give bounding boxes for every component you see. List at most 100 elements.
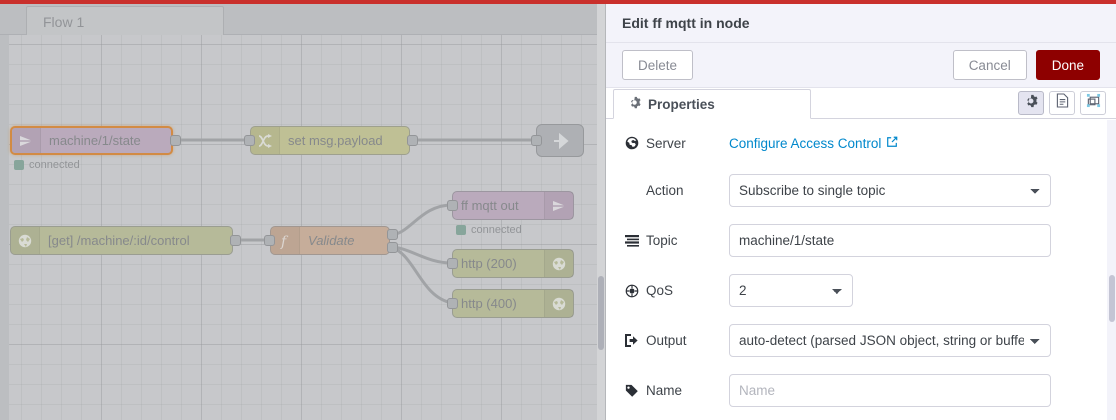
node-http-response-200[interactable]: http (200) xyxy=(452,249,574,278)
link-text: Configure Access Control xyxy=(729,135,882,151)
node-change-output-port[interactable] xyxy=(407,135,418,146)
form-row-name: Name xyxy=(624,374,1098,407)
external-link-icon xyxy=(886,136,898,151)
node-function-input-port[interactable] xyxy=(264,235,275,246)
done-button[interactable]: Done xyxy=(1035,50,1100,80)
sign-out-icon xyxy=(624,334,639,347)
node-http-in[interactable]: [get] /machine/:id/control xyxy=(10,226,233,255)
tab-properties[interactable]: Properties xyxy=(613,89,811,119)
tag-icon xyxy=(624,384,639,398)
form-row-topic: Topic xyxy=(624,224,1098,257)
node-http-400-input-port[interactable] xyxy=(447,298,458,309)
canvas-vertical-scrollbar[interactable] xyxy=(597,4,605,420)
properties-form: Server Configure Access Control Action S… xyxy=(606,119,1116,420)
node-label: set msg.payload xyxy=(288,133,383,148)
node-label: http (400) xyxy=(461,296,517,311)
dialog-tab-bar: Properties xyxy=(606,88,1116,119)
node-status-label: connected xyxy=(471,224,522,236)
qos-label-text: QoS xyxy=(646,283,674,298)
node-mqtt-out-status: connected xyxy=(456,224,522,236)
qos-select[interactable]: 2 xyxy=(729,274,853,307)
dialog-icon-button-group xyxy=(1018,91,1106,115)
edit-node-dialog: Edit ff mqtt in node Delete Cancel Done … xyxy=(605,4,1116,420)
name-input[interactable] xyxy=(729,374,1051,407)
document-icon xyxy=(1056,93,1069,113)
gear-icon xyxy=(1024,94,1038,113)
globe-icon xyxy=(624,136,639,150)
node-change-input-port[interactable] xyxy=(244,135,255,146)
node-label: ff mqtt out xyxy=(461,198,519,213)
dialog-title: Edit ff mqtt in node xyxy=(622,15,750,31)
node-http-in-output-port[interactable] xyxy=(230,235,241,246)
node-status-label: connected xyxy=(29,159,80,171)
flow-canvas[interactable]: machine/1/state connected set msg.payloa… xyxy=(0,35,605,420)
topic-label: Topic xyxy=(624,233,729,248)
form-row-server: Server Configure Access Control xyxy=(624,133,1098,153)
node-mqtt-out-input-port[interactable] xyxy=(447,200,458,211)
configure-access-control-link[interactable]: Configure Access Control xyxy=(729,136,898,151)
flow-tab-flow-1[interactable]: Flow 1 xyxy=(26,6,224,36)
topic-label-text: Topic xyxy=(646,233,678,248)
node-mqtt-in-output-port[interactable] xyxy=(170,135,181,146)
node-function-output-port-1[interactable] xyxy=(387,229,398,240)
mqtt-icon xyxy=(12,128,41,153)
topic-input[interactable] xyxy=(729,224,1051,257)
form-row-output: Output auto-detect (parsed JSON object, … xyxy=(624,324,1098,357)
canvas-scrollbar-thumb[interactable] xyxy=(598,276,604,350)
server-label: Server xyxy=(624,136,729,151)
status-dot-icon xyxy=(14,160,24,170)
flow-tab-bar: Flow 1 xyxy=(0,4,605,36)
action-label: Action xyxy=(624,183,729,198)
flow-editor-area: Flow 1 machine/1/state xyxy=(0,4,605,420)
dialog-vertical-scrollbar[interactable] xyxy=(1107,120,1116,420)
node-function[interactable]: f Validate xyxy=(270,226,390,255)
dialog-title-bar: Edit ff mqtt in node xyxy=(606,4,1116,43)
name-label: Name xyxy=(624,383,729,398)
node-http-response-400[interactable]: http (400) xyxy=(452,289,574,318)
description-icon-button[interactable] xyxy=(1049,91,1075,115)
change-icon xyxy=(251,127,280,154)
node-label: machine/1/state xyxy=(49,133,141,148)
node-mqtt-in-status: connected xyxy=(14,159,80,171)
debug-icon xyxy=(537,125,583,156)
node-mqtt-out[interactable]: ff mqtt out xyxy=(452,191,574,220)
node-debug-input-port[interactable] xyxy=(531,135,542,146)
qos-label: QoS xyxy=(624,283,729,298)
gear-icon xyxy=(628,96,641,112)
node-change[interactable]: set msg.payload xyxy=(250,126,410,155)
output-label-text: Output xyxy=(646,333,687,348)
dialog-action-bar: Delete Cancel Done xyxy=(606,43,1116,88)
form-row-action: Action Subscribe to single topic xyxy=(624,174,1098,207)
flow-tab-label: Flow 1 xyxy=(43,13,85,30)
function-icon: f xyxy=(271,227,300,254)
mqtt-icon xyxy=(544,192,573,219)
tab-properties-label: Properties xyxy=(648,96,715,112)
output-label: Output xyxy=(624,333,729,348)
dialog-scrollbar-thumb[interactable] xyxy=(1109,275,1115,322)
server-label-text: Server xyxy=(646,135,686,151)
status-dot-icon xyxy=(456,225,466,235)
form-row-qos: QoS 2 xyxy=(624,274,1098,307)
node-mqtt-in[interactable]: machine/1/state xyxy=(10,126,173,155)
svg-text:f: f xyxy=(280,234,289,249)
node-function-output-port-2[interactable] xyxy=(387,242,398,253)
app-top-accent-bar xyxy=(0,0,1116,4)
globe-icon xyxy=(11,227,40,254)
node-http-200-input-port[interactable] xyxy=(447,258,458,269)
action-label-text: Action xyxy=(646,183,684,198)
node-label: Validate xyxy=(308,233,355,248)
action-select[interactable]: Subscribe to single topic xyxy=(729,174,1051,207)
cancel-button[interactable]: Cancel xyxy=(952,50,1027,80)
appearance-icon-button[interactable] xyxy=(1080,91,1106,115)
list-icon xyxy=(624,234,639,247)
delete-button[interactable]: Delete xyxy=(622,50,694,80)
appearance-icon xyxy=(1086,93,1101,113)
properties-icon-button[interactable] xyxy=(1018,91,1044,115)
node-debug[interactable] xyxy=(536,124,584,157)
output-select[interactable]: auto-detect (parsed JSON object, string … xyxy=(729,324,1051,357)
name-label-text: Name xyxy=(646,383,683,398)
globe-icon xyxy=(544,290,573,317)
node-label: [get] /machine/:id/control xyxy=(48,233,190,248)
globe-icon xyxy=(544,250,573,277)
crosshair-icon xyxy=(624,284,639,298)
